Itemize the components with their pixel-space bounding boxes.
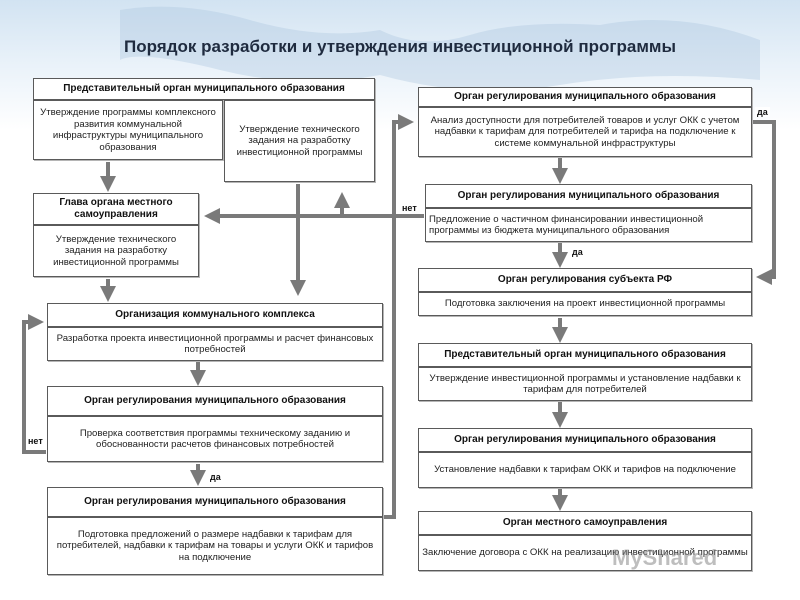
r2-header: Орган регулирования муниципального образ… <box>425 184 752 208</box>
r3-header: Орган регулирования субъекта РФ <box>418 268 752 292</box>
watermark: MyShared <box>612 545 718 570</box>
r1-box <box>418 107 752 157</box>
yes-label-r2: да <box>570 247 585 257</box>
r4-text: Утверждение инвестиционной программы и у… <box>429 372 741 396</box>
r2-text: Предложение о частичном финансировании и… <box>429 213 704 237</box>
r1-text: Анализ доступности для потребителей това… <box>430 114 740 149</box>
rep-organ-text: Утверждение программы комплексного разви… <box>40 107 216 153</box>
r1-header: Орган регулирования муниципального образ… <box>418 87 752 107</box>
head-box <box>33 225 199 277</box>
rep-organ-box <box>33 100 223 160</box>
reg1-text: Проверка соответствия программы техничес… <box>79 427 351 451</box>
tech-task-box <box>224 100 375 182</box>
no-label-r2: нет <box>400 203 419 213</box>
r5-text: Установление надбавки к тарифам ОКК и та… <box>434 464 736 476</box>
org-box <box>47 327 383 361</box>
r6-header: Орган местного самоуправления <box>418 511 752 535</box>
tech-task-text: Утверждение технического задания на разр… <box>236 123 363 158</box>
r6-text: Заключение договора с ОКК на реализацию … <box>422 547 748 559</box>
org-text: Разработка проекта инвестиционной програ… <box>56 332 374 356</box>
reg2-header: Орган регулирования муниципального образ… <box>47 487 383 517</box>
r3-box <box>418 292 752 316</box>
org-header: Организация коммунального комплекса <box>47 303 383 327</box>
r4-box <box>418 367 752 401</box>
r5-box <box>418 452 752 488</box>
rep-organ-header: Представительный орган муниципального об… <box>33 78 375 100</box>
page-title: Порядок разработки и утверждения инвести… <box>124 37 676 56</box>
reg2-text: Подготовка предложений о размере надбавк… <box>56 528 374 563</box>
r3-text: Подготовка заключения на проект инвестиц… <box>444 298 726 310</box>
reg2-box <box>47 517 383 575</box>
yes-label-r1: да <box>755 107 770 117</box>
r6-box <box>418 535 752 571</box>
r5-header: Орган регулирования муниципального образ… <box>418 428 752 452</box>
no-label-reg1: нет <box>26 436 45 446</box>
yes-label-reg1: да <box>208 472 223 482</box>
r4-header: Представительный орган муниципального об… <box>418 343 752 367</box>
reg1-box <box>47 416 383 462</box>
head-header: Глава органа местного самоуправления <box>33 193 199 225</box>
reg1-header: Орган регулирования муниципального образ… <box>47 386 383 416</box>
head-text: Утверждение технического задания на разр… <box>53 233 179 268</box>
world-map-decoration <box>120 6 760 91</box>
r2-box <box>425 208 752 242</box>
